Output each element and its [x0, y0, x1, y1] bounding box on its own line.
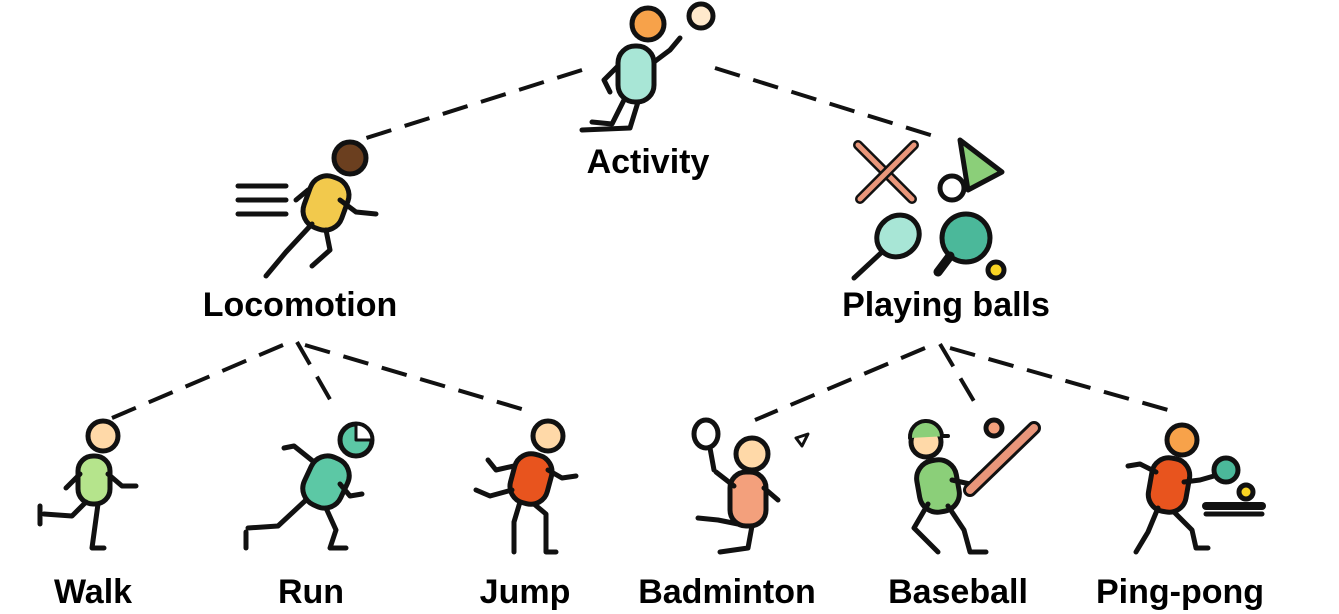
leaf-label-jump: Jump: [480, 573, 571, 611]
crossed-bats-icon: [853, 140, 919, 204]
edge-locomotion-walk: [111, 343, 284, 420]
leaf-label-baseball: Baseball: [888, 573, 1028, 611]
running-person-with-helmet-icon: [243, 421, 375, 551]
ping-pong-paddle-icon: [933, 211, 1007, 281]
hierarchy-connectors: [111, 66, 1169, 422]
edge-playing-balls-ping-pong: [949, 346, 1169, 412]
edge-playing-balls-badminton: [754, 346, 926, 422]
leaf-label-run: Run: [278, 573, 344, 611]
leaf-label-ping-pong: Ping-pong: [1096, 573, 1264, 611]
root-label: Activity: [587, 143, 710, 181]
edge-playing-balls-baseball: [938, 342, 980, 410]
leaf-label-walk: Walk: [54, 573, 132, 611]
sports-equipment-icon: [851, 137, 1007, 281]
jumping-person-with-ball-icon: [579, 1, 716, 133]
edge-locomotion-run: [295, 341, 337, 409]
category-label-playing-balls: Playing balls: [842, 286, 1050, 324]
baseball-batter-icon: [907, 417, 1041, 555]
ping-pong-player-icon: [1125, 422, 1266, 555]
edge-activity-locomotion: [359, 68, 583, 142]
shuttlecock-icon: [937, 137, 1005, 203]
walking-person-icon: [37, 418, 139, 551]
jumping-person-icon: [473, 418, 579, 555]
edge-locomotion-jump: [304, 343, 526, 412]
tennis-racket-icon: [851, 212, 922, 281]
category-label-locomotion: Locomotion: [203, 286, 398, 324]
edge-activity-playing-balls: [714, 66, 941, 140]
badminton-player-icon: [691, 417, 810, 555]
leaf-label-badminton: Badminton: [638, 573, 816, 611]
running-person-icon: [235, 139, 379, 279]
